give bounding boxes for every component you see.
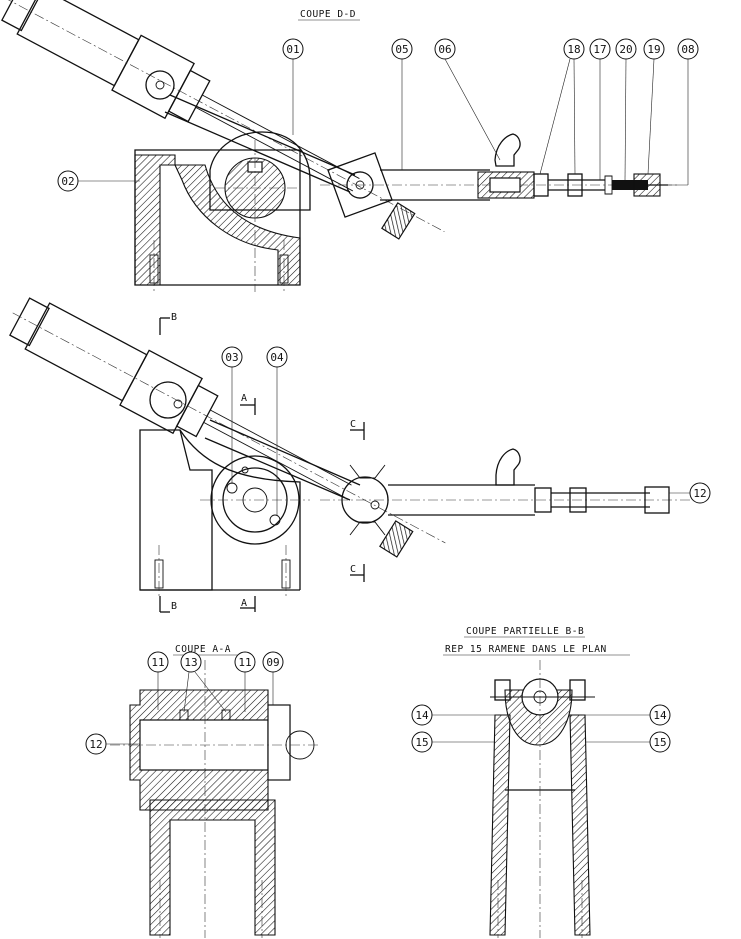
balloon-14-left-label: 14 [415, 709, 429, 722]
base-body [134, 149, 301, 292]
view-section-bb: COUPE PARTIELLE B-B REP 15 RAMENE DANS L… [411, 626, 671, 938]
knurled-knob [381, 202, 416, 240]
cut-b-bottom-label: B [171, 601, 177, 612]
balloon-18: 18 [539, 38, 585, 175]
cut-mark-a-top: A [240, 393, 256, 415]
balloon-13: 13 [180, 651, 227, 713]
handle-lever [494, 133, 521, 167]
clevis-block [327, 152, 393, 218]
cut-mark-b-top: B [159, 312, 177, 335]
balloon-15-right: 15 [585, 731, 671, 753]
link-arm [164, 94, 356, 193]
view-elevation: B B A A C C 03 [9, 297, 711, 613]
balloon-04-label: 04 [270, 351, 284, 364]
section-bb-title: COUPE PARTIELLE B-B [466, 626, 584, 637]
cut-b-top-label: B [171, 312, 177, 323]
balloon-12-section-label: 12 [89, 738, 102, 751]
cylinder-body-2 [9, 297, 446, 544]
section-dd-title: COUPE D-D [300, 9, 356, 20]
balloon-14-left: 14 [411, 704, 498, 726]
balloon-17: 17 [589, 38, 611, 180]
balloon-20: 20 [615, 38, 637, 181]
cut-mark-c-bottom: C [350, 564, 365, 582]
balloon-20-label: 20 [619, 43, 632, 56]
balloon-12-elevation: 12 [669, 482, 711, 504]
balloon-03: 03 [221, 346, 243, 484]
balloon-15-right-label: 15 [653, 736, 666, 749]
balloon-12-elevation-label: 12 [693, 487, 706, 500]
balloon-15-left-label: 15 [415, 736, 428, 749]
section-aa-title: COUPE A-A [175, 644, 231, 655]
balloon-11-left: 11 [147, 651, 169, 710]
cut-mark-c-top: C [350, 419, 365, 440]
balloon-06: 06 [434, 38, 501, 161]
balloon-11-left-label: 11 [151, 656, 164, 669]
balloon-15-left: 15 [411, 731, 495, 753]
balloon-05: 05 [391, 38, 413, 170]
cut-mark-b-bottom: B [159, 596, 177, 613]
balloon-08-label: 08 [681, 43, 694, 56]
section-bb-note: REP 15 RAMENE DANS LE PLAN [445, 644, 607, 655]
balloon-01-label: 01 [286, 43, 299, 56]
balloon-09-label: 09 [266, 656, 279, 669]
threaded-rod-assembly [320, 169, 680, 201]
balloon-05-label: 05 [395, 43, 408, 56]
balloon-02: 02 [57, 170, 140, 192]
cut-c-bottom-label: C [350, 564, 356, 575]
balloon-18-label: 18 [567, 43, 580, 56]
view-section-aa: COUPE A-A 11 13 11 09 [85, 644, 318, 938]
balloon-03-label: 03 [225, 351, 238, 364]
cut-a-bottom-label: A [241, 598, 247, 609]
cut-a-top-label: A [241, 393, 247, 404]
balloon-04: 04 [266, 346, 288, 516]
balloon-08: 08 [662, 38, 699, 186]
balloon-14-right-label: 14 [653, 709, 667, 722]
cut-c-top-label: C [350, 419, 356, 430]
balloon-09: 09 [262, 651, 284, 705]
pivot-disc [200, 455, 310, 545]
balloon-02-label: 02 [61, 175, 74, 188]
balloon-13-label: 13 [184, 656, 197, 669]
balloon-19-label: 19 [647, 43, 660, 56]
balloon-11-right: 11 [234, 651, 256, 712]
balloon-14-right: 14 [582, 704, 671, 726]
balloon-06-label: 06 [438, 43, 451, 56]
balloon-19: 19 [643, 38, 665, 175]
cut-mark-a-bottom: A [240, 596, 256, 612]
balloon-11-right-label: 11 [238, 656, 251, 669]
balloon-12-section: 12 [85, 733, 140, 755]
pivot-shaft [209, 131, 311, 292]
view-section-dd: COUPE D-D [1, 0, 699, 292]
balloon-17-label: 17 [593, 43, 606, 56]
balloon-01: 01 [282, 38, 304, 135]
